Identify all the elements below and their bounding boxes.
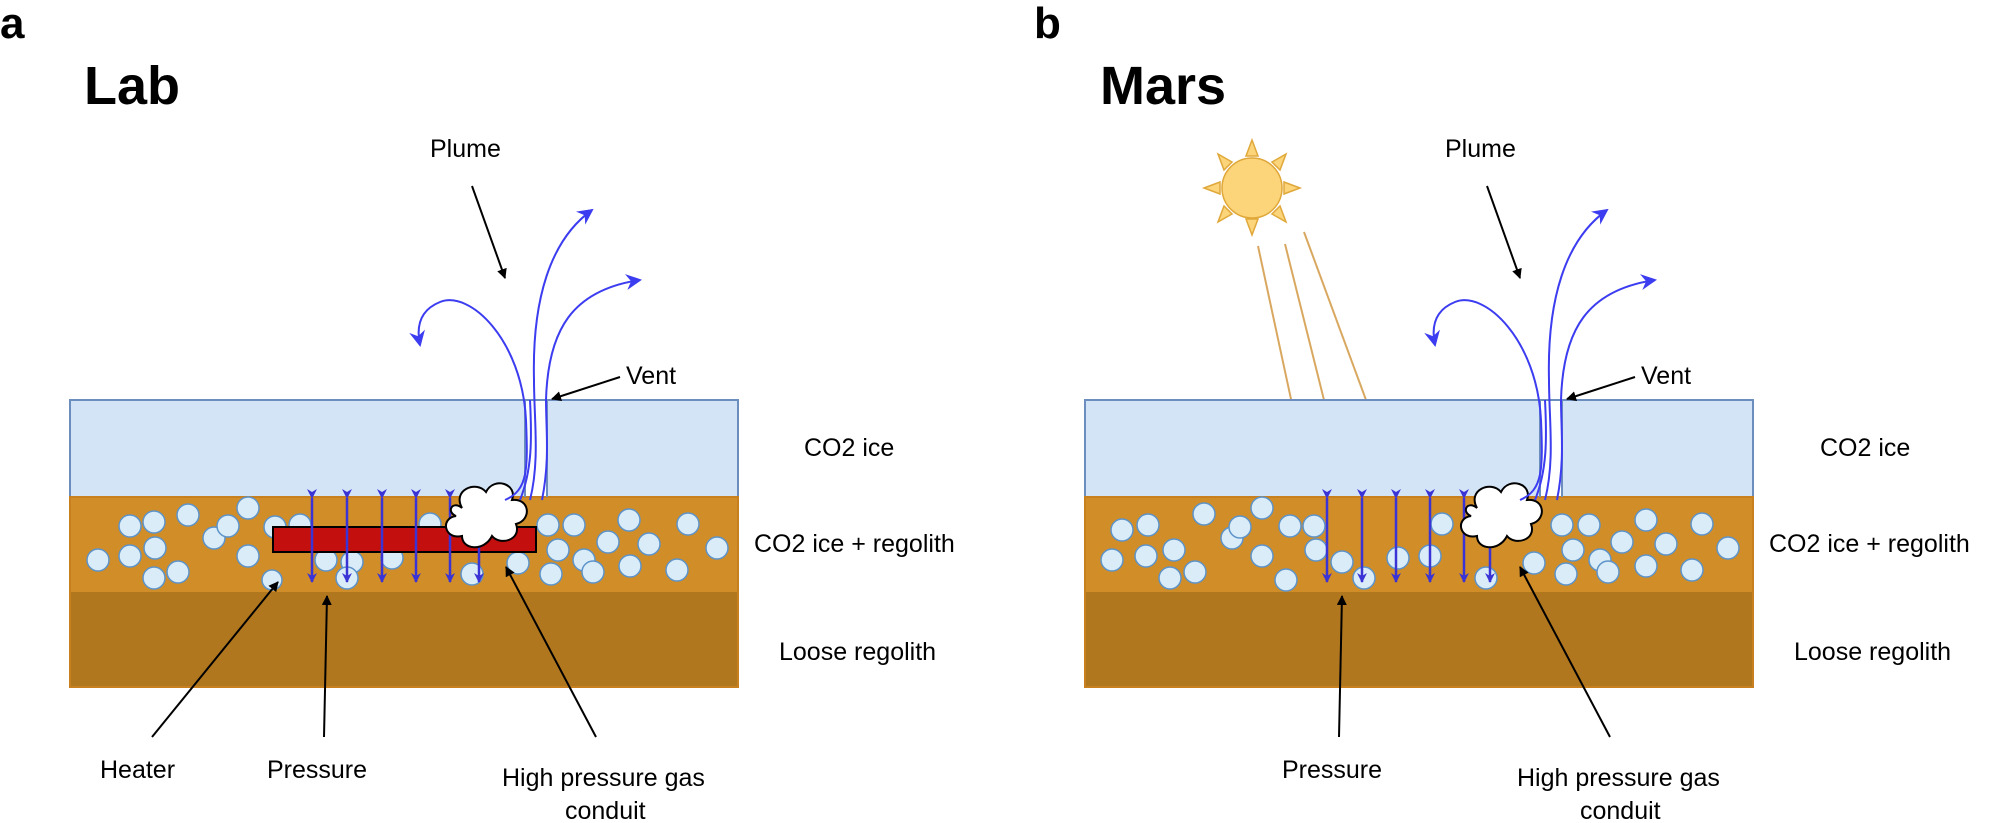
plume-streams	[1424, 208, 1657, 501]
callouts	[1336, 185, 1636, 738]
loose-regolith-label: Loose regolith	[1794, 638, 1951, 666]
conduit-label-line1: High pressure gas	[1517, 764, 1720, 792]
pressure-label: Pressure	[1282, 756, 1382, 784]
pressure-label: Pressure	[267, 756, 367, 784]
conduit-label-line1: High pressure gas	[502, 764, 705, 792]
pressure-arrows	[307, 489, 484, 583]
loose-regolith-layer	[1085, 592, 1753, 687]
vent-label: Vent	[626, 362, 676, 390]
heater-label: Heater	[100, 756, 175, 784]
panel-b-letter: b	[1034, 0, 1061, 48]
callouts	[151, 185, 621, 738]
conduit-label-line2: conduit	[1580, 797, 1661, 823]
panel-b-title: Mars	[1100, 56, 1226, 116]
co2-ice-label: CO2 ice	[1820, 434, 1910, 462]
conduit-label-line2: conduit	[565, 797, 646, 823]
panel-a-letter: a	[0, 0, 25, 48]
panel-a: a Lab	[0, 0, 955, 823]
vent-label: Vent	[1641, 362, 1691, 390]
panel-a-title: Lab	[84, 56, 180, 116]
co2-ice-regolith-label: CO2 ice + regolith	[1769, 530, 1970, 558]
plume-streams	[409, 208, 642, 501]
regolith-grains	[86, 496, 729, 591]
loose-regolith-layer	[70, 592, 738, 687]
panel-b: b Mars	[1034, 0, 1970, 823]
co2-ice-layer	[69, 399, 739, 498]
sun-icon	[1201, 137, 1303, 238]
co2-ice-regolith-label: CO2 ice + regolith	[754, 530, 955, 558]
co2-ice-label: CO2 ice	[804, 434, 894, 462]
plume-label: Plume	[430, 135, 501, 163]
loose-regolith-label: Loose regolith	[779, 638, 936, 666]
plume-label: Plume	[1445, 135, 1516, 163]
co2-ice-layer	[1084, 399, 1754, 498]
